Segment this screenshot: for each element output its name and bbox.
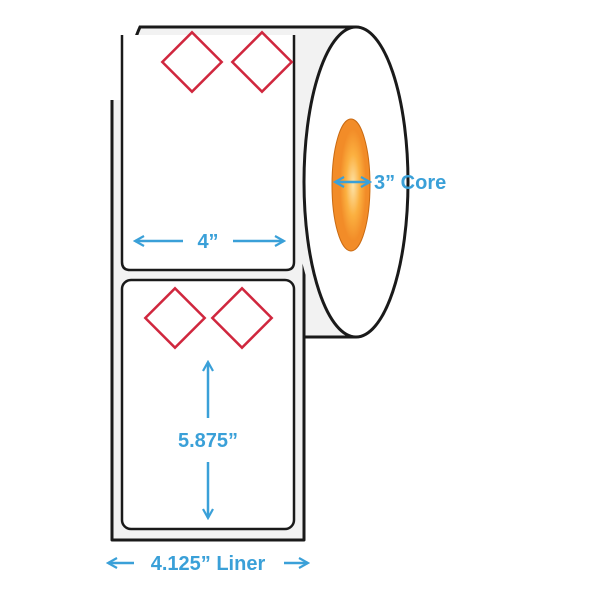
hazard-diamond-icon (230, 30, 294, 94)
hazard-diamond-icon (210, 286, 274, 350)
core-size-text: 3” Core (374, 172, 446, 194)
label-width-text: 4” (197, 231, 218, 253)
core-inner (340, 129, 366, 241)
hazard-diamond-icon (160, 30, 224, 94)
label-height-text: 5.875” (178, 430, 238, 452)
liner-width-text: 4.125” Liner (151, 553, 266, 575)
hazard-diamond-icon (143, 286, 207, 350)
label-upper (120, 35, 296, 272)
